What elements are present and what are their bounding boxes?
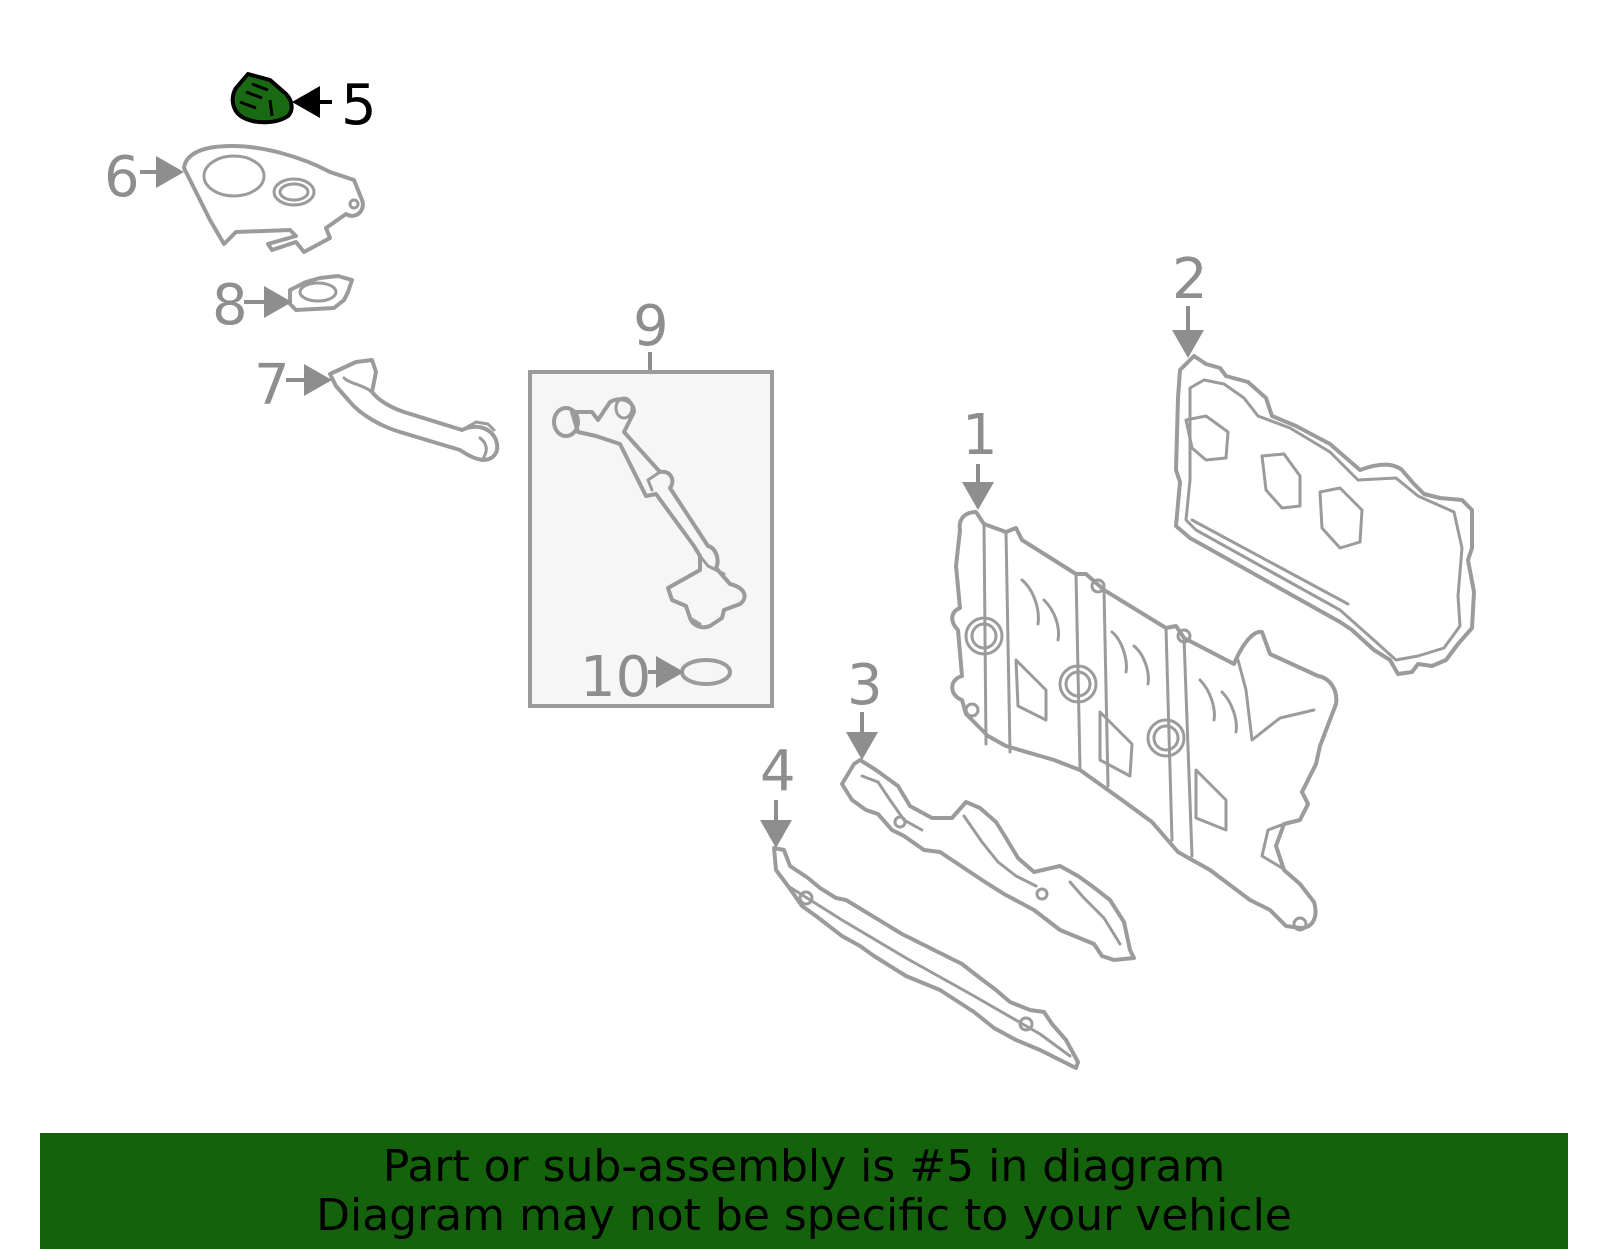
callout-7: 7	[254, 353, 290, 418]
part-3-heat-shield[interactable]	[840, 758, 1136, 962]
part-9-inset-box	[528, 370, 774, 708]
banner-line-1: Part or sub-assembly is #5 in diagram	[382, 1141, 1226, 1192]
part-8-gasket[interactable]	[288, 274, 354, 312]
callout-4: 4	[760, 739, 796, 804]
info-banner: Part or sub-assembly is #5 in diagram Di…	[40, 1133, 1568, 1249]
callout-1: 1	[962, 403, 998, 468]
part-5-cap[interactable]	[230, 72, 294, 125]
callout-9: 9	[633, 294, 669, 359]
callout-10: 10	[580, 645, 651, 710]
callout-2: 2	[1172, 247, 1208, 312]
callout-5: 5	[341, 73, 377, 138]
part-1-valve-cover[interactable]	[950, 510, 1339, 932]
callout-3: 3	[847, 653, 883, 718]
part-6-cover[interactable]	[182, 144, 365, 254]
part-2-gasket[interactable]	[1174, 354, 1476, 676]
part-7-hose[interactable]	[328, 358, 500, 462]
callout-8: 8	[212, 273, 248, 338]
part-9-pcv-tube[interactable]	[552, 396, 747, 630]
callout-6: 6	[104, 145, 140, 210]
part-4-gasket-strip[interactable]	[772, 846, 1080, 1070]
banner-line-2: Diagram may not be specific to your vehi…	[316, 1190, 1292, 1241]
